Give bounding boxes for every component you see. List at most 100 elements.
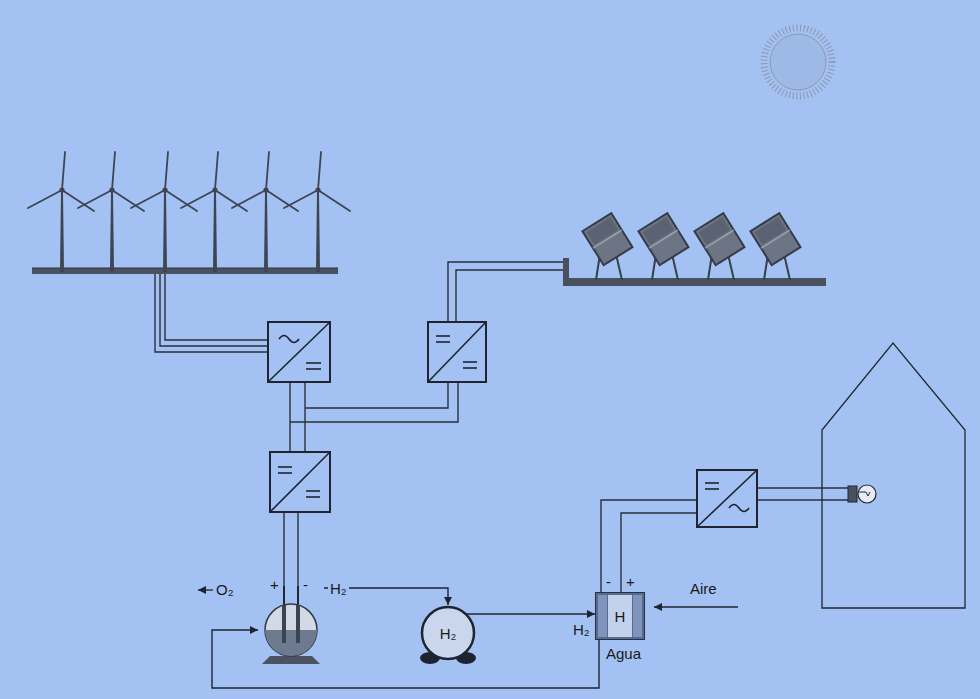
electrolyzer: +- (258, 572, 324, 664)
converter-dc-dc (278, 472, 292, 474)
sun (764, 28, 832, 96)
light-bulb (858, 485, 876, 503)
terminal-sign: + (626, 573, 635, 590)
power-wire (283, 512, 284, 586)
power-wire (456, 270, 563, 322)
electrolyzer-shape (258, 572, 324, 664)
wind-farm (32, 268, 338, 269)
wind-farm (181, 152, 247, 272)
power-wire (290, 382, 458, 422)
converter-dc-dc (428, 322, 486, 382)
power-wire (160, 274, 268, 346)
power-wire (448, 262, 563, 322)
converter-dc-dc (270, 452, 330, 512)
solar-array (563, 278, 826, 286)
input-label: Aire (690, 580, 717, 597)
light-bulb (858, 492, 870, 496)
solar-array (563, 213, 826, 286)
inverter-dc-ac (705, 488, 719, 490)
fuel-cell-shape (633, 595, 642, 637)
gas-label: O₂ (216, 581, 234, 598)
converter-ac-dc (268, 322, 330, 382)
inverter-dc-ac (729, 505, 749, 512)
power-wire (757, 487, 848, 488)
power-wire (289, 382, 290, 452)
electrolyzer-shape (265, 630, 317, 656)
converter-dc-dc (428, 322, 486, 382)
wind-farm (32, 268, 338, 274)
converter-ac-dc (268, 322, 330, 382)
electrolyzer-shape (283, 586, 285, 606)
oxygen-arrow (198, 589, 213, 590)
fuel-cell-shape (596, 593, 645, 640)
output-label: Agua (606, 645, 641, 662)
electrolyzer-shape (262, 656, 320, 664)
inverter-dc-ac (705, 482, 719, 484)
light-bulb (848, 485, 876, 503)
power-wire (165, 274, 268, 340)
electrolyzer-shape (282, 605, 286, 643)
converter-dc-dc (306, 496, 320, 498)
converter-dc-dc (436, 335, 450, 337)
hydrogen-tank: H₂ (420, 605, 476, 661)
converter-ac-dc (268, 322, 330, 382)
node-text: H₂ (440, 625, 457, 642)
fuel-cell-shape (598, 595, 607, 637)
flow-arrow (466, 613, 595, 614)
converter-dc-dc (270, 452, 330, 512)
wind-farm (28, 152, 350, 274)
solar-array (694, 213, 744, 280)
converter-ac-dc (306, 362, 321, 364)
house (822, 343, 965, 608)
node-text: - (303, 576, 308, 593)
sun (764, 28, 832, 96)
node-text: + (270, 576, 279, 593)
wind-farm (232, 152, 298, 272)
gas-label: H₂ (573, 621, 590, 638)
air-arrow (654, 606, 738, 607)
wind-farm (131, 152, 197, 272)
electrolyzer-shape (265, 604, 317, 656)
converter-dc-dc (306, 490, 320, 492)
power-wire (601, 500, 697, 592)
converter-dc-dc (463, 367, 477, 369)
solar-array (582, 213, 632, 280)
flow-arrow (212, 630, 599, 688)
power-wire (621, 513, 697, 592)
wind-farm (28, 152, 94, 272)
converter-dc-dc (428, 322, 486, 382)
sun (770, 34, 826, 90)
inverter-dc-ac (697, 470, 757, 527)
terminal-sign: - (606, 573, 611, 590)
power-wire (155, 262, 848, 592)
converter-dc-dc (463, 361, 477, 363)
house (822, 343, 965, 608)
solar-array (563, 258, 569, 286)
light-bulb (848, 486, 857, 502)
solar-array (638, 213, 688, 280)
fuel-cell-shape (608, 595, 632, 637)
power-wire (304, 382, 305, 452)
power-wire (757, 499, 848, 500)
converter-dc-dc (270, 452, 330, 512)
power-wire (305, 382, 448, 408)
inverter-dc-ac (697, 470, 757, 527)
inverter-dc-ac (697, 470, 757, 527)
electrolyzer-shape (297, 586, 299, 606)
fuel-cell: H (595, 592, 645, 640)
power-wire (155, 274, 268, 352)
solar-array (750, 213, 800, 280)
hydrogen-tank-shape (422, 607, 474, 659)
air-arrow (654, 607, 738, 608)
converter-ac-dc (279, 336, 299, 343)
converter-ac-dc (306, 368, 321, 370)
wind-farm (284, 152, 350, 272)
edge-label: H₂ (328, 580, 349, 597)
wind-farm (78, 152, 144, 272)
converter-dc-dc (436, 341, 450, 343)
power-wire (297, 512, 298, 586)
converter-dc-dc (278, 466, 292, 468)
